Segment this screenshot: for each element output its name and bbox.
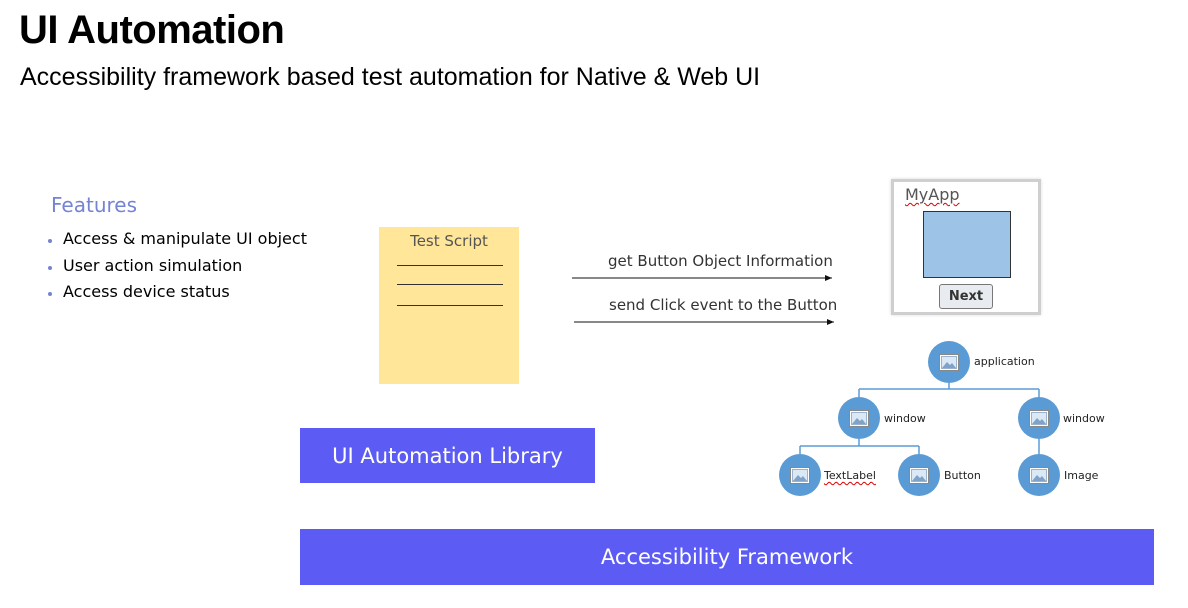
tree-label-application: application [974,355,1035,368]
send-click-arrow-label: send Click event to the Button [609,296,838,314]
test-script-title: Test Script [410,232,488,250]
feature-item: User action simulation [48,256,307,283]
feature-item-label: User action simulation [63,255,243,275]
tree-node-textlabel [779,454,821,496]
next-button[interactable]: Next [939,284,993,309]
myapp-title: MyApp [905,185,960,204]
feature-item: Access device status [48,282,307,309]
tree-node-image [1018,454,1060,496]
page-subtitle: Accessibility framework based test autom… [20,63,761,91]
features-list: Access & manipulate UI object User actio… [48,229,307,309]
tree-label-image: Image [1064,469,1099,482]
bullet-icon [48,265,52,270]
get-info-arrow-label: get Button Object Information [608,252,833,270]
image-placeholder-icon [790,466,810,484]
tree-node-button [898,454,940,496]
image-placeholder-icon [909,466,929,484]
tree-label-button: Button [944,469,981,482]
script-line [397,305,503,306]
script-line [397,284,503,285]
page-title: UI Automation [19,8,285,52]
image-placeholder-icon [1029,409,1049,427]
feature-item: Access & manipulate UI object [48,229,307,256]
image-placeholder-icon [1029,466,1049,484]
feature-item-label: Access device status [63,282,230,301]
script-line [397,265,503,266]
myapp-view [923,211,1011,278]
tree-label-window-right: window [1063,412,1105,425]
tree-label-textlabel: TextLabel [824,469,876,482]
bullet-icon [48,239,52,243]
ui-automation-library-box: UI Automation Library [300,428,595,483]
tree-node-application [928,341,970,383]
myapp-window: MyApp Next [891,179,1041,315]
tree-label-window-left: window [884,412,926,425]
features-heading: Features [51,193,137,217]
test-script-note: Test Script [379,227,519,384]
tree-node-window-right [1018,397,1060,439]
image-placeholder-icon [849,409,869,427]
feature-item-label: Access & manipulate UI object [63,229,307,248]
tree-connectors [799,383,1040,454]
tree-node-window-left [838,397,880,439]
image-placeholder-icon [939,353,959,371]
accessibility-framework-bar: Accessibility Framework [300,529,1154,585]
bullet-icon [48,292,52,296]
